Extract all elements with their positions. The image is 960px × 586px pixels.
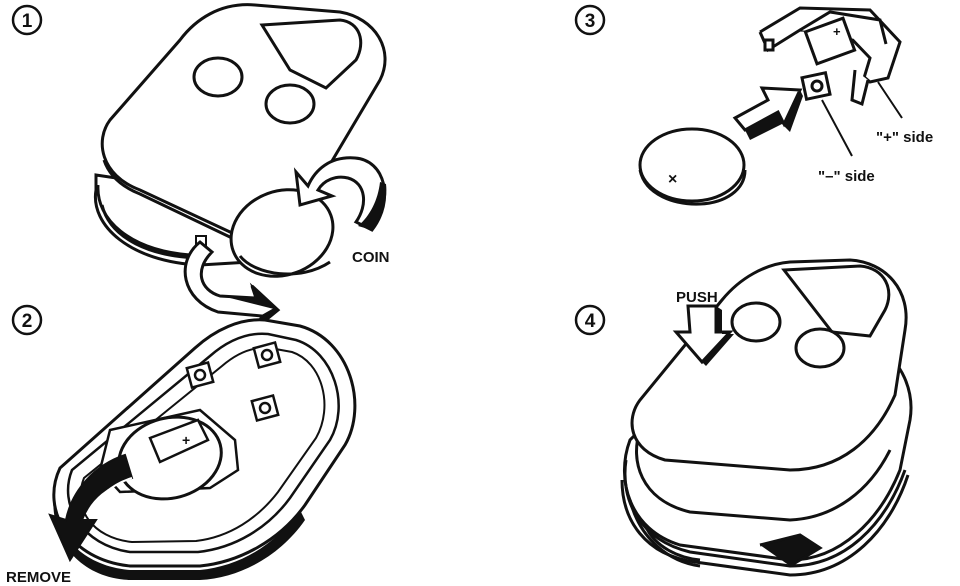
step-4-long-button [781, 264, 891, 338]
step-2-panel: 2 + REMOVE [6, 304, 357, 586]
minus-contact [800, 70, 832, 102]
svg-text:1: 1 [22, 11, 33, 32]
step-1-curved-arrow-icon [293, 156, 387, 232]
insert-arrow-icon [732, 86, 803, 140]
holder-slot [763, 38, 775, 52]
contact-pad [250, 393, 280, 423]
step-1-number-badge: 1 [11, 4, 43, 36]
step-4-button-2 [794, 327, 846, 369]
coin-label: COIN [352, 249, 390, 266]
step-3-battery-holder: + [758, 6, 902, 107]
coin-icon [229, 188, 335, 278]
battery-cross-mark: × [668, 171, 677, 188]
step-3-battery: × [638, 127, 747, 206]
minus-side-label: "–" side [818, 168, 875, 185]
push-label: PUSH [676, 289, 718, 306]
step-2-battery-holder: + [98, 408, 240, 501]
minus-leader-line [821, 99, 853, 157]
step-2-number-badge: 2 [11, 304, 43, 336]
step-2-clip [148, 418, 210, 464]
remove-label: REMOVE [6, 569, 71, 586]
svg-text:2: 2 [22, 311, 33, 332]
step-1-long-button [259, 18, 363, 90]
contact-pad [252, 340, 282, 370]
step-2-contact-pads [185, 340, 282, 423]
step-1-button-1 [192, 56, 244, 98]
step-4-button-1 [730, 301, 782, 343]
step-2-plus-mark: + [182, 432, 190, 448]
step-4-number-badge: 4 [574, 304, 606, 336]
step-1-button-2 [264, 83, 316, 125]
step-3-number-badge: 3 [574, 4, 606, 36]
svg-text:4: 4 [585, 311, 596, 332]
step-1-panel: 1 COIN [11, 3, 390, 330]
remove-arrow-icon [48, 453, 134, 563]
step-4-top-fob [630, 258, 908, 472]
push-arrow-icon [672, 304, 734, 366]
step-3-panel: 3 × + "+" side "–" side [574, 4, 933, 206]
contact-pad [185, 360, 215, 390]
svg-text:3: 3 [585, 11, 596, 32]
step-4-panel: 4 2 1 PUSH [574, 258, 913, 577]
plus-side-label: "+" side [876, 129, 933, 146]
step-3-plus-mark: + [833, 24, 841, 39]
plus-leader-line [877, 81, 903, 119]
